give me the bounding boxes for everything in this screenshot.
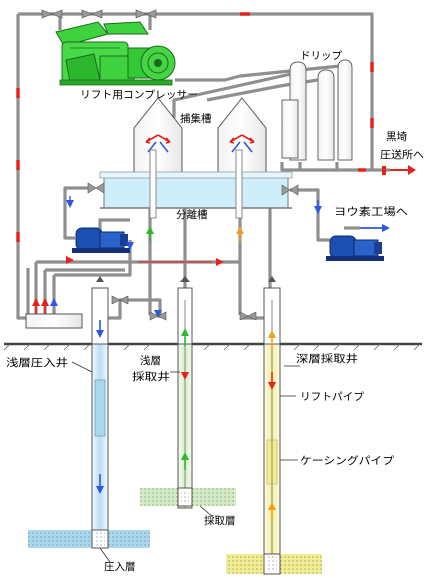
injection-layer xyxy=(28,529,150,549)
wellhead-valves xyxy=(111,295,257,321)
lift-compressor xyxy=(55,21,176,86)
drip-vessels xyxy=(281,59,353,161)
shallow-injection-well xyxy=(91,276,109,531)
right-pump xyxy=(326,235,384,261)
collector-label: 捕集槽 xyxy=(180,112,212,125)
production-layer-label: 採取層 xyxy=(204,514,236,527)
separator-tank xyxy=(87,149,299,219)
separator-label: 分離槽 xyxy=(176,208,208,221)
lift-pipe-label: リフトパイプ xyxy=(300,391,365,403)
shallow-injection-well-label: 浅層圧入井 xyxy=(6,356,68,369)
casing-pipe-label: ケーシングパイプ xyxy=(300,454,395,467)
splash-arrows xyxy=(145,134,255,153)
injection-layer-label: 圧入層 xyxy=(104,561,136,573)
collector-tanks xyxy=(133,97,267,176)
leader-lines xyxy=(71,361,300,563)
kurosaki-outlet xyxy=(372,165,416,175)
shallow-production-well xyxy=(177,276,193,509)
kurosaki-label-line2: 圧送所へ xyxy=(380,148,424,161)
shallow-production-well-label-line1: 浅層 xyxy=(140,354,161,367)
header-flow-arrows xyxy=(66,256,224,266)
deep-production-well xyxy=(263,276,281,563)
deep-production-layer xyxy=(226,553,322,575)
ground-hatch xyxy=(3,343,421,351)
drip-label: ドリップ xyxy=(300,50,342,62)
vertical-flow-arrows xyxy=(66,196,322,318)
shallow-production-well-label-line2: 採取井 xyxy=(132,370,170,383)
iodine-plant-label: ヨウ素工場へ xyxy=(334,205,408,218)
red-pipe-markers xyxy=(16,12,374,242)
top-valves xyxy=(41,9,157,19)
left-pump xyxy=(72,227,130,253)
compressor-label: リフト用コンプレッサー xyxy=(80,89,198,101)
iodine-flow-arrow xyxy=(344,224,390,232)
deep-production-well-label: 深層採取井 xyxy=(296,352,358,365)
kurosaki-label-line1: 黒埼 xyxy=(386,130,407,143)
header-box xyxy=(25,298,83,329)
production-layer xyxy=(140,487,236,507)
